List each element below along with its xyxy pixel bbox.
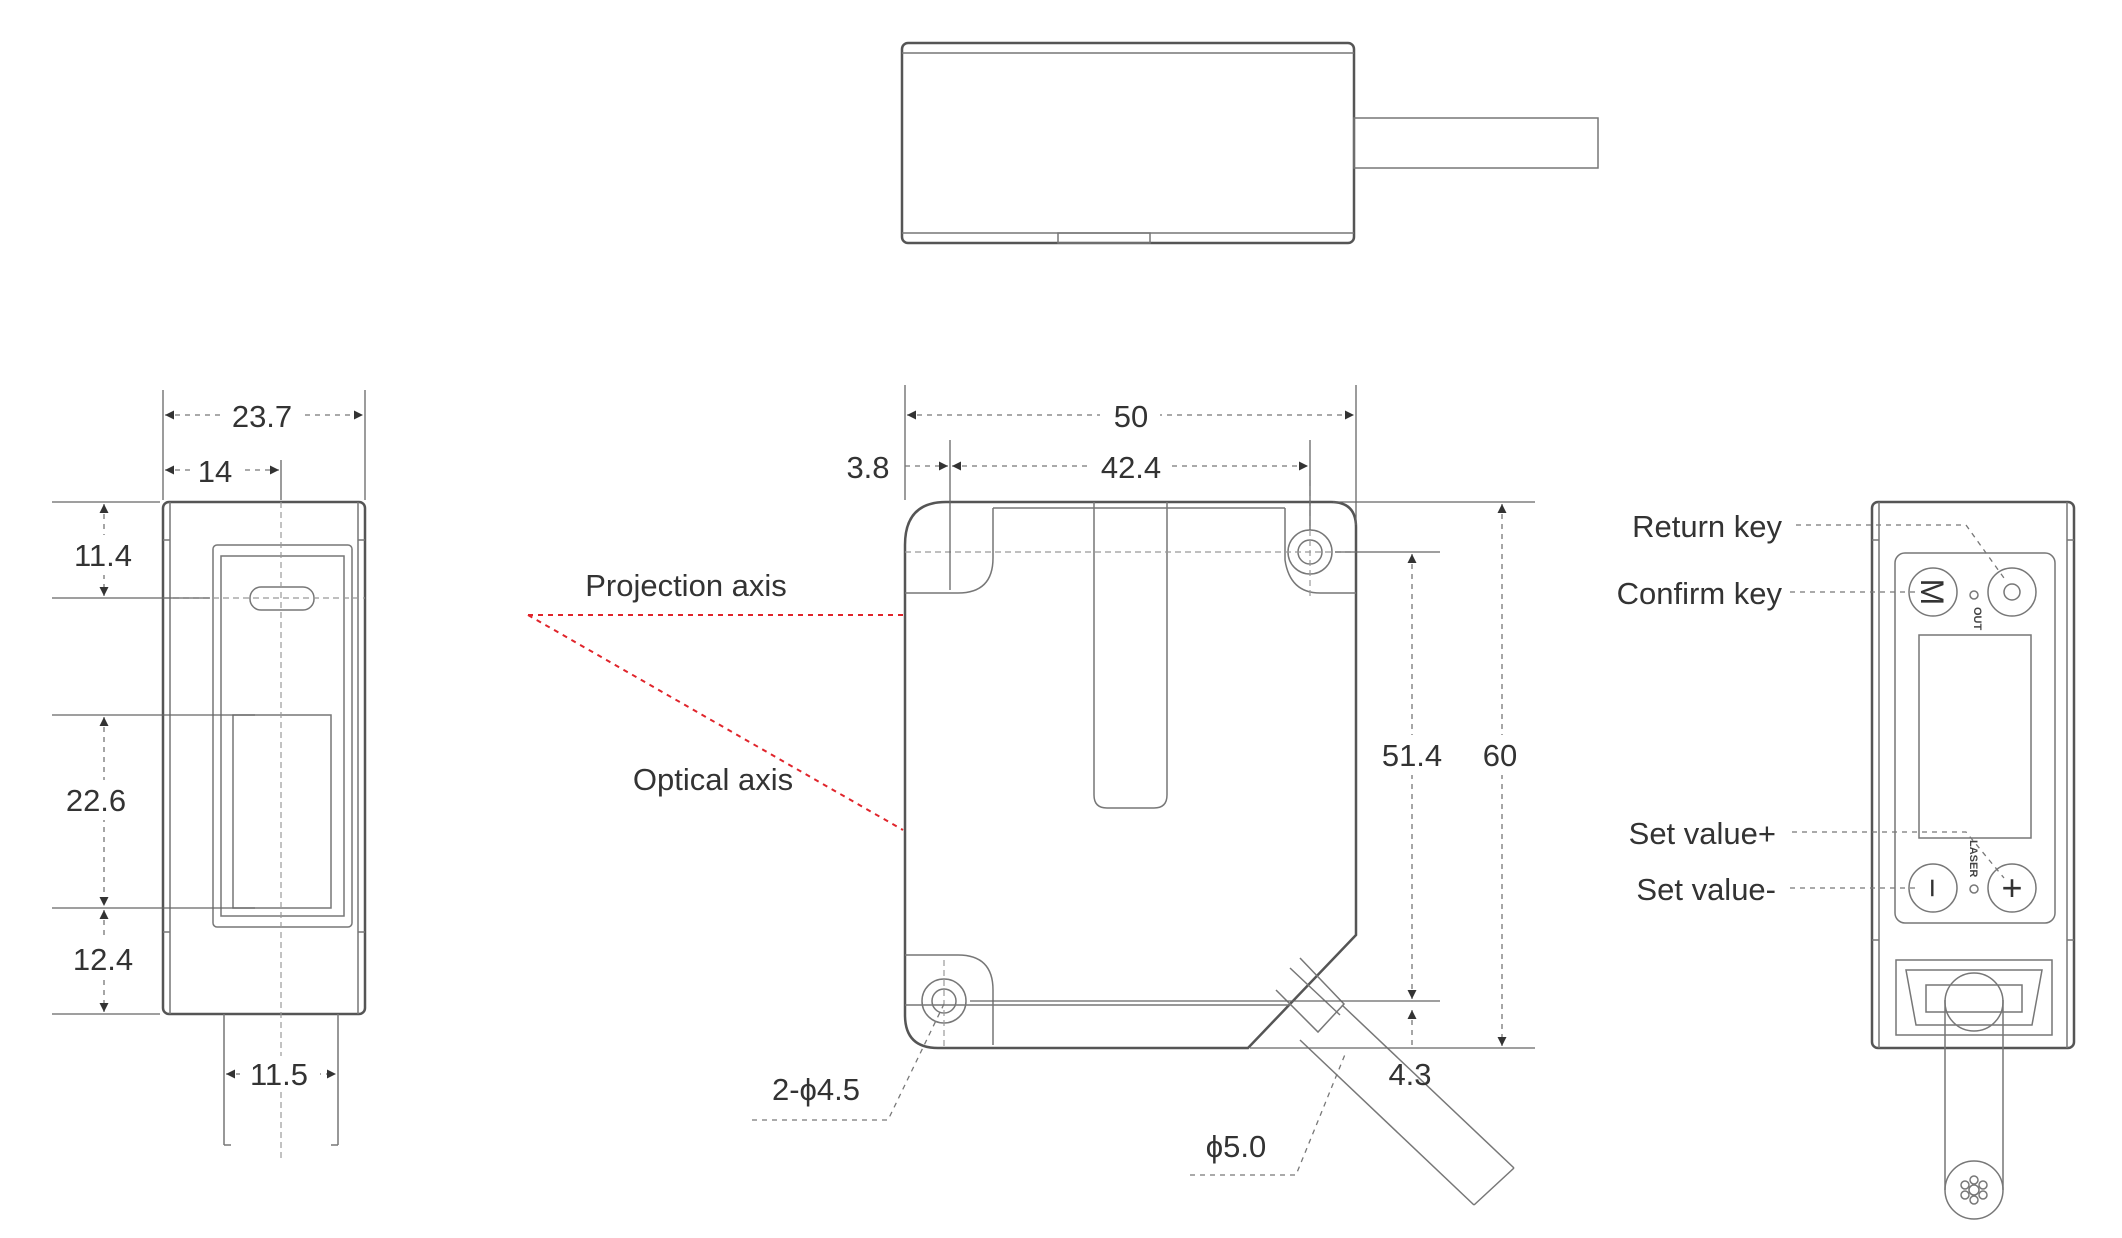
dim-front-hole-offset: 3.8 [846,450,889,485]
plus-key-symbol: + [2001,867,2022,908]
laser-indicator [1969,884,1979,894]
front-view: 50 3.8 42.4 51.4 60 4.3 2-ϕ4.5 ϕ5.0 Proj… [527,385,1535,1206]
top-view [900,41,1599,245]
callout-return-key: Return key [1632,509,1782,544]
dim-left-bottom: 12.4 [73,942,133,977]
callout-projection-axis: Projection axis [585,568,787,603]
callout-optical-axis: Optical axis [633,762,793,797]
panel-view: M OUT LASER − + [1617,500,2076,1220]
out-indicator [1969,590,1979,600]
dim-left-width-total: 23.7 [232,399,292,434]
side-view-window-frame [212,544,353,928]
dim-left-top: 11.4 [74,538,132,573]
cable-connector [1895,959,2053,1036]
out-indicator-label: OUT [1971,607,1983,631]
front-view-body [903,500,1358,1050]
dim-front-hole-height: 51.4 [1382,738,1442,773]
dim-cable-diameter: ϕ5.0 [1206,1129,1266,1164]
dim-front-bottom-offset: 4.3 [1388,1057,1431,1092]
cable-end [1944,1160,2004,1220]
top-view-body [900,41,1356,245]
front-view-label-slot [1093,502,1168,809]
side-view-receiver-window [232,714,332,909]
confirm-key-symbol: M [1914,579,1950,606]
minus-key-symbol: − [1913,878,1951,898]
callout-confirm-key: Confirm key [1617,576,1783,611]
set-value-minus-button[interactable] [1908,863,1958,913]
dim-front-width-total: 50 [1114,399,1148,434]
laser-indicator-label: LASER [1967,840,1979,877]
dim-hole-spec: 2-ϕ4.5 [772,1072,860,1107]
top-view-notch [1057,232,1151,244]
callout-set-value-minus: Set value- [1636,872,1776,907]
set-value-plus-button[interactable] [1987,863,2037,913]
side-view-body [161,500,367,1016]
dim-front-height-total: 60 [1483,738,1517,773]
callout-set-value-plus: Set value+ [1629,816,1776,851]
front-view-cable [1341,1004,1515,1169]
return-key-button[interactable] [1987,567,2037,617]
cable-core-icon [1960,1175,1988,1205]
side-view: 23.7 14 11.4 22.6 12.4 11.5 [52,390,367,1160]
dim-front-hole-spacing: 42.4 [1101,450,1161,485]
top-view-cable [1353,117,1599,169]
control-panel-frame [1894,552,2056,924]
dim-left-middle: 22.6 [66,783,126,818]
dim-left-width-partial: 14 [198,454,232,489]
display-window [1918,634,2032,839]
dim-left-cable: 11.5 [250,1057,308,1092]
optical-axis-line [527,614,904,831]
panel-view-body [1870,500,2076,1050]
confirm-key-button[interactable] [1908,567,1958,617]
